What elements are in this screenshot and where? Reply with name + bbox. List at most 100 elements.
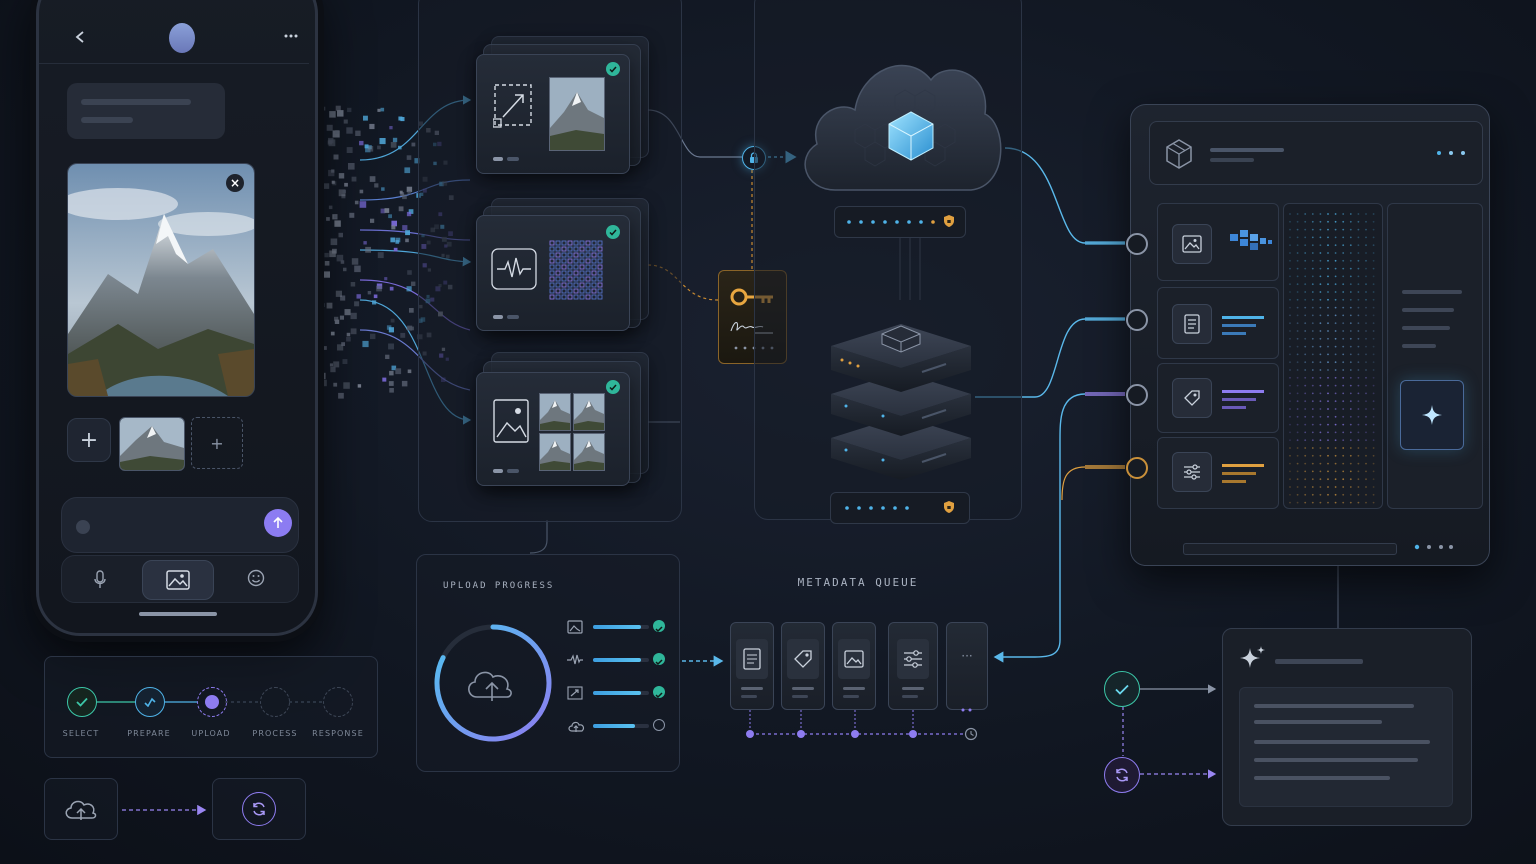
photo-thumbnail[interactable] [119,417,185,471]
pixel-particle [335,290,342,297]
progress-track [593,625,649,629]
pixel-cell [567,264,573,270]
pixel-particle [332,130,340,138]
attention-dot [1372,470,1375,473]
attention-dot [1365,345,1367,348]
add-attachment-button[interactable]: + [67,418,111,462]
attention-dot [1372,423,1375,426]
pixel-particle [390,318,395,323]
attention-dot [1311,228,1314,231]
pixel-cell [561,282,567,288]
attention-dot [1296,439,1299,442]
attention-dot [1365,454,1367,457]
sliders-icon [897,639,929,679]
attention-dot [1327,501,1329,504]
pixel-cell [573,294,579,300]
attention-dot [1289,306,1291,309]
attention-dot [1327,244,1329,247]
more-options-icon[interactable] [283,31,299,39]
attention-dot [1327,314,1329,317]
more-options-icon[interactable] [1436,150,1470,156]
step-process-pending-icon [260,687,290,717]
attention-dot [1289,236,1291,239]
pixel-particle [338,392,344,399]
pixel-cell [597,240,603,246]
pixel-particle [369,123,375,130]
attention-map [1283,203,1383,509]
pixel-particle [331,180,335,184]
attention-dot [1289,291,1291,293]
pixel-cell [549,240,555,246]
thumbnail-card [476,372,630,486]
attention-dot [1311,462,1314,465]
avatar[interactable] [169,23,195,53]
pixel-particle [340,295,346,301]
attention-dot [1304,501,1307,504]
attention-dot [1304,244,1307,247]
pixel-particle [389,388,394,393]
attention-dot [1319,283,1322,286]
pixel-particle [381,187,385,191]
pixel-particle [338,189,346,197]
attention-dot [1304,314,1307,317]
emoji-icon[interactable] [246,568,266,588]
generate-button[interactable] [1400,380,1464,450]
attention-dot [1372,462,1375,465]
attention-dot [1296,306,1299,309]
attention-dot [1372,501,1375,504]
attention-dot [1342,400,1345,403]
gallery-tab-button[interactable] [142,560,214,600]
pixel-cell [549,294,555,300]
send-button[interactable] [264,509,292,537]
text-line [1222,398,1256,401]
microphone-icon[interactable] [90,568,110,590]
text-line [1222,406,1246,409]
attention-dot [1304,275,1307,278]
attention-dot [1357,337,1360,340]
resize-icon [493,84,532,128]
attention-dot [1342,462,1345,465]
attention-dot [1311,236,1314,239]
attention-dot [1357,478,1360,481]
remove-photo-button[interactable]: × [226,174,244,192]
attention-dot [1334,236,1337,239]
attention-dot [1334,493,1337,496]
attention-dot [1365,478,1367,481]
pixel-cell [585,276,591,282]
pixel-cell [585,282,591,288]
attention-dot [1319,478,1322,481]
attention-dot [1289,259,1291,262]
cloud-upload-icon [468,671,512,701]
plus-icon: + [210,433,224,453]
attention-dot [1357,384,1360,387]
attention-dot [1319,306,1322,309]
add-more-slot[interactable]: + [191,417,243,469]
response-line [1254,704,1414,708]
attention-dot [1289,345,1291,348]
pixel-particle [389,370,394,376]
progress-fill [593,625,641,629]
back-chevron-icon[interactable] [73,29,87,43]
attention-dot [1327,454,1329,457]
pixel-cell [555,270,561,276]
pixel-particle [354,301,360,307]
document-icon [736,639,768,679]
attention-dot [1349,423,1352,426]
sync-icon [242,792,276,826]
progress-track [593,658,649,662]
attention-dot [1296,228,1299,231]
pixel-particle [323,346,327,350]
pixel-cell [597,294,603,300]
model-cube-icon [1166,139,1192,169]
retry-sync-icon[interactable] [1104,757,1140,793]
pixel-particle [328,169,335,177]
step-label: UPLOAD [191,729,231,738]
attention-dot [1319,454,1322,457]
pixel-particle [377,108,381,112]
pixel-cell [591,294,597,300]
card-footer-bar [493,315,503,319]
message-input[interactable] [61,497,299,553]
pixel-particle [327,140,332,145]
attention-dot [1304,353,1307,356]
attention-dot [1319,369,1322,371]
